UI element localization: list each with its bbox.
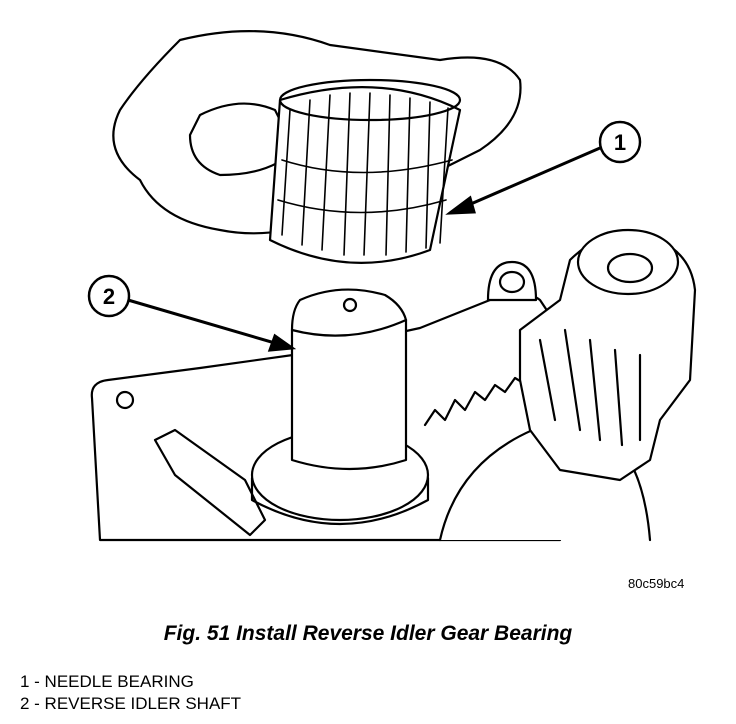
figure-caption: Fig. 51 Install Reverse Idler Gear Beari… <box>163 622 573 645</box>
callout-1-leader <box>449 146 601 215</box>
callout-1-label: 1 <box>614 130 626 155</box>
output-gear <box>518 228 697 482</box>
legend-item: 2 - REVERSE IDLER SHAFT <box>20 694 242 713</box>
figure-code: 80c59bc4 <box>628 576 685 591</box>
callout-2-circle <box>87 274 131 318</box>
callout-2-label: 2 <box>103 284 115 309</box>
callout-1-arrowhead <box>445 195 476 215</box>
callout-1-circle <box>598 120 642 164</box>
case-bolt-hole <box>115 390 135 410</box>
legend: 1 - NEEDLE BEARING 2 - REVERSE IDLER SHA… <box>20 671 241 715</box>
figure-illustration: 1 2 <box>87 30 697 542</box>
callout-2-arrowhead <box>267 333 297 352</box>
reverse-idler-shaft <box>250 288 430 526</box>
legend-item: 1 - NEEDLE BEARING <box>20 672 194 691</box>
needle-bearing <box>268 78 462 264</box>
callout-2-leader <box>127 298 293 350</box>
case-lever <box>153 428 267 537</box>
